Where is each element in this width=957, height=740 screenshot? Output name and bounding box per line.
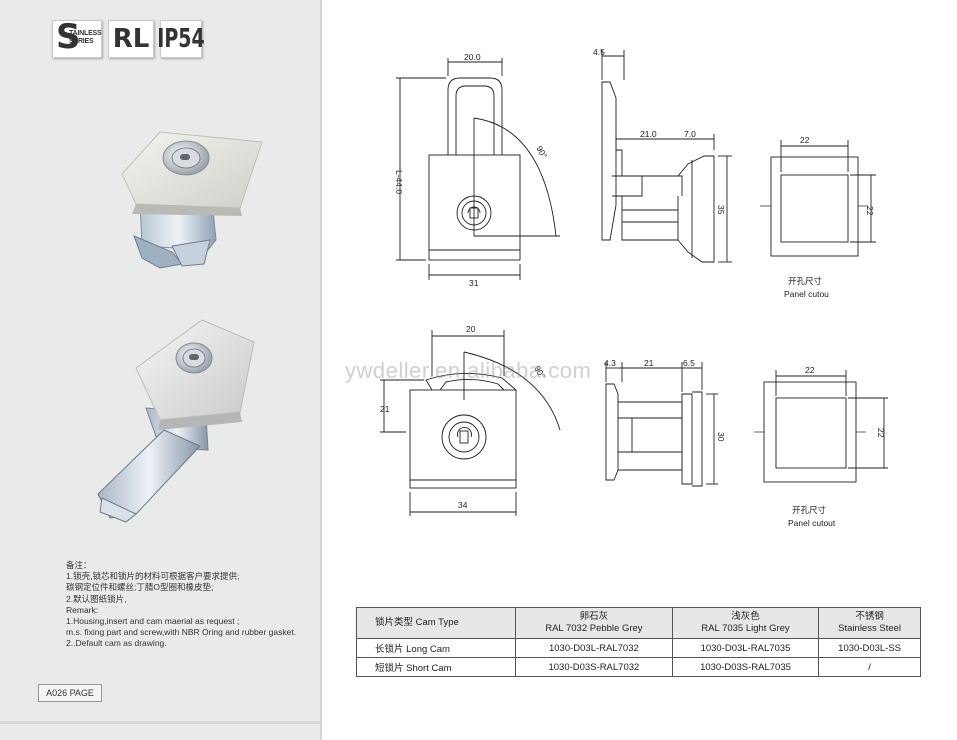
cutout-caption-cn: 开孔尺寸 xyxy=(788,276,823,286)
watermark: ywdeller.en.alibaba.com xyxy=(345,358,592,383)
cutout-width: 22 xyxy=(805,365,815,375)
side-dim-height: 30 xyxy=(716,432,726,442)
lock-photo-top xyxy=(121,131,263,269)
row-cell: 1030-D03L-RAL7032 xyxy=(515,638,673,658)
row-cell: 1030-D03S-RAL7035 xyxy=(671,657,820,677)
dim-height: L-44.0 xyxy=(394,170,404,194)
cutout-caption-en: Panel cutou xyxy=(784,289,829,299)
remark-line: 碳钢定位件和螺丝;丁腈O型圈和橡皮垫; xyxy=(66,582,214,593)
row-cam-type: 短锁片 Short Cam xyxy=(356,657,516,677)
side-dim-depth: 21.0 xyxy=(640,129,657,139)
side-dim-flange: 7.0 xyxy=(684,129,696,139)
page-label: A026 PAGE xyxy=(38,684,102,702)
dim-width-top: 20 xyxy=(466,324,476,334)
side-view-short-cam xyxy=(605,362,718,487)
side-dim-flange: 6.5 xyxy=(683,358,695,368)
table-row: 长锁片 Long Cam 1030-D03L-RAL7032 1030-D03L… xyxy=(356,638,921,658)
dim-width-top: 20.0 xyxy=(464,52,481,62)
remark-line: Remark: xyxy=(66,604,99,615)
remark-line: 2..Default cam as drawing. xyxy=(66,638,167,649)
dim-base: 31 xyxy=(469,278,479,288)
row-cell: / xyxy=(818,657,921,677)
logo-s-letter: S xyxy=(56,17,81,57)
side-dim-depth: 21 xyxy=(644,358,654,368)
technical-drawings: 20.0 L-44.0 90° 31 4.5 21.0 7.0 35 22 22… xyxy=(380,47,888,528)
vertical-divider xyxy=(320,0,322,740)
front-view-long-cam xyxy=(396,58,560,280)
dim-height: 21 xyxy=(380,404,390,414)
cutout-width: 22 xyxy=(800,135,810,145)
cutout-height: 22 xyxy=(865,206,875,216)
dim-angle: 90° xyxy=(534,144,549,160)
panel-cutout-top xyxy=(760,140,876,257)
cutout-caption-en: Panel cutout xyxy=(788,518,836,528)
header-cam-type: 锁片类型 Cam Type xyxy=(356,607,516,639)
side-dim-thickness: 4.5 xyxy=(593,47,605,57)
side-dim-thickness: 4.3 xyxy=(604,358,616,368)
remark-line: 1.锁壳,锁芯和锁片的材料可根据客户要求提供; xyxy=(66,571,240,582)
table-row: 短锁片 Short Cam 1030-D03S-RAL7032 1030-D03… xyxy=(356,657,921,677)
bottom-bar xyxy=(0,721,320,724)
rl-logo: RL xyxy=(108,20,154,58)
panel-cutout-bottom xyxy=(754,370,888,483)
row-cell: 1030-D03L-RAL7035 xyxy=(671,638,820,658)
lock-photo-bottom xyxy=(97,319,255,523)
cutout-height: 22 xyxy=(876,428,886,438)
remark-line: 备注： xyxy=(66,560,92,570)
remark-line: 1.Housing,insert and cam maerial as requ… xyxy=(66,616,240,627)
remark-line: m.s. fixing part and screw,with NBR Orin… xyxy=(66,627,297,638)
remark-line: 2.默认图纸锁片, xyxy=(66,593,127,604)
remarks: 备注：1.锁壳,锁芯和锁片的材料可根据客户要求提供;碳钢定位件和螺丝;丁腈O型圈… xyxy=(66,560,296,650)
cutout-caption-cn: 开孔尺寸 xyxy=(792,505,827,515)
dim-base: 34 xyxy=(458,500,468,510)
front-view-short-cam xyxy=(380,330,561,516)
row-cam-type: 长锁片 Long Cam xyxy=(356,638,516,658)
row-cell: 1030-D03S-RAL7032 xyxy=(515,657,673,677)
row-cell: 1030-D03L-SS xyxy=(818,638,921,658)
ip54-logo: IP54 xyxy=(157,20,205,58)
side-dim-height: 35 xyxy=(716,205,726,215)
side-view-long-cam xyxy=(601,50,732,263)
